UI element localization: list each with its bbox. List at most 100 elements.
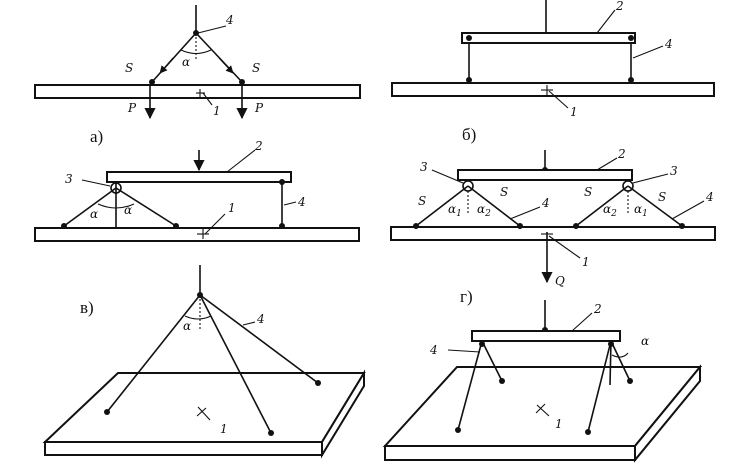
panel-v-plate-side — [321, 369, 365, 459]
panel-g-traverse-node-right — [608, 341, 614, 347]
panel-v-upper-sling-left — [63, 187, 117, 227]
panel-g-upper-sling-1 — [415, 185, 469, 227]
panel-g-upper-num-block-right: 3 — [670, 164, 678, 178]
panel-v-num-plate: 1 — [220, 422, 228, 436]
panel-g-leader-4 — [447, 349, 481, 353]
panel-g-upper-s3: S — [584, 185, 592, 199]
panel-g-upper-traverse — [457, 169, 633, 181]
panel-v-upper-num-traverse: 2 — [254, 139, 263, 153]
panel-a-arrow-s-right — [218, 57, 234, 74]
panel-a-p-right: P — [254, 101, 264, 115]
panel-g-upper-attach-4 — [679, 223, 685, 229]
panel-g-upper-s4: S — [658, 190, 666, 204]
panel-v-upper-leader-3 — [81, 179, 111, 187]
panel-g-upper-sling-4 — [627, 185, 683, 227]
panel-v-alpha-label: α — [183, 319, 191, 333]
panel-v-upper-traverse — [106, 171, 292, 183]
panel-a: α 4 S S P P 1 а) — [34, 5, 361, 146]
panel-v-sling-1 — [106, 294, 201, 413]
panel-g-center-mark-a — [536, 404, 550, 417]
panel-g-sling-1 — [457, 340, 483, 431]
panel-g-attach-4 — [627, 378, 633, 384]
panel-g-upper-leader-4-left — [509, 206, 541, 220]
panel-g-upper-num-block-left: 3 — [420, 160, 428, 174]
panel-v-upper: 2 3 4 1 α α — [34, 139, 360, 242]
panel-a-attach-right — [239, 79, 245, 85]
panel-b-num-sling: 4 — [664, 37, 673, 51]
panel-g-sling-5 — [609, 340, 612, 386]
panel-a-beam — [34, 84, 361, 99]
panel-a-s-right: S — [252, 61, 260, 75]
panel-g-upper-attach-3 — [573, 223, 579, 229]
panel-v-center-mark-b — [196, 407, 207, 417]
panel-b-attach-left — [466, 77, 472, 83]
panel-v-attach-2 — [268, 430, 274, 436]
panel-v-attach-3 — [315, 380, 321, 386]
panel-b-caption: б) — [462, 125, 476, 144]
panel-g-plate-front — [384, 445, 636, 461]
panel-g-upper-alpha2-right: α2 — [603, 202, 617, 219]
panel-b-leader-1 — [548, 90, 569, 109]
panel-g-plate-side — [634, 364, 701, 463]
panel-g-upper-num-sling-left: 4 — [541, 196, 550, 210]
panel-v-upper-node-top — [279, 179, 285, 185]
panel-g-upper-num-traverse: 2 — [617, 147, 626, 161]
panel-a-num-beam: 1 — [213, 104, 221, 118]
panel-a-leader-4 — [197, 25, 227, 34]
panel-v-center-mark-a — [197, 406, 211, 421]
panel-a-sling-right — [195, 32, 243, 83]
panel-a-num-sling: 4 — [225, 13, 234, 27]
panel-g-upper-sling-3 — [575, 185, 629, 227]
panel-b-traverse-node-left — [466, 35, 472, 41]
panel-v-upper-alpha-left: α — [90, 207, 98, 221]
panel-v-sling-2 — [199, 294, 272, 434]
panel-g-upper-q: Q — [555, 274, 565, 288]
panel-v-angle-arc — [184, 315, 212, 320]
panel-v-upper-num-block: 3 — [65, 172, 73, 186]
panel-a-caption: а) — [90, 127, 103, 146]
panel-a-leader-1 — [202, 92, 213, 106]
panel-g-upper-sling-2 — [467, 185, 521, 227]
panel-g-upper-attach-2 — [517, 223, 523, 229]
panel-a-attach-left — [149, 79, 155, 85]
panel-b-traverse — [461, 32, 636, 44]
panel-g-traverse-node-left — [479, 341, 485, 347]
panel-v-plate-front — [44, 441, 323, 456]
panel-v-leader-4 — [242, 321, 256, 326]
panel-v-upper-attach-1 — [61, 223, 67, 229]
panel-g-caption: г) — [460, 287, 473, 306]
panel-b-num-beam: 1 — [570, 105, 578, 119]
panel-v-caption: в) — [80, 298, 94, 317]
panel-a-alpha-label: α — [182, 55, 190, 69]
panel-g-upper-s1: S — [418, 194, 426, 208]
panel-a-s-left: S — [125, 61, 133, 75]
panel-v-upper-attach-2 — [173, 223, 179, 229]
panel-b: 2 4 1 б) — [391, 0, 715, 144]
panel-g-upper-leader-1 — [548, 235, 581, 259]
panel-b-attach-right — [628, 77, 634, 83]
panel-g-upper-alpha1-right: α1 — [634, 202, 648, 219]
panel-v-upper-num-beam: 1 — [228, 201, 236, 215]
panel-b-num-traverse: 2 — [615, 0, 624, 13]
panel-v-upper-num-sling: 4 — [297, 195, 306, 209]
panel-v: в) α 4 1 — [42, 265, 366, 459]
panel-a-sling-left — [151, 32, 197, 83]
panel-v-upper-leader-2 — [226, 149, 256, 173]
panel-g-upper-s2: S — [500, 185, 508, 199]
panel-g: г) 4 2 α 1 — [382, 287, 703, 463]
panel-g-attach-3 — [585, 429, 591, 435]
panel-g-upper-leader-4-right — [671, 200, 705, 220]
panel-g-upper-attach-1 — [413, 223, 419, 229]
panel-g-traverse — [471, 330, 621, 342]
panel-v-upper-alpha-right: α — [124, 203, 132, 217]
panel-g-angle-arc — [611, 352, 629, 358]
panel-v-upper-leader-1 — [204, 213, 226, 235]
panel-g-attach-2 — [499, 378, 505, 384]
panel-g-num-traverse: 2 — [593, 302, 602, 316]
panel-g-upper-alpha1-left: α1 — [448, 202, 462, 219]
panel-a-p-left: P — [127, 101, 137, 115]
panel-g-upper-num-sling-right: 4 — [705, 190, 714, 204]
panel-v-attach-1 — [104, 409, 110, 415]
panel-g-upper-num-beam: 1 — [582, 255, 590, 269]
panel-g-num-sling: 4 — [429, 343, 438, 357]
